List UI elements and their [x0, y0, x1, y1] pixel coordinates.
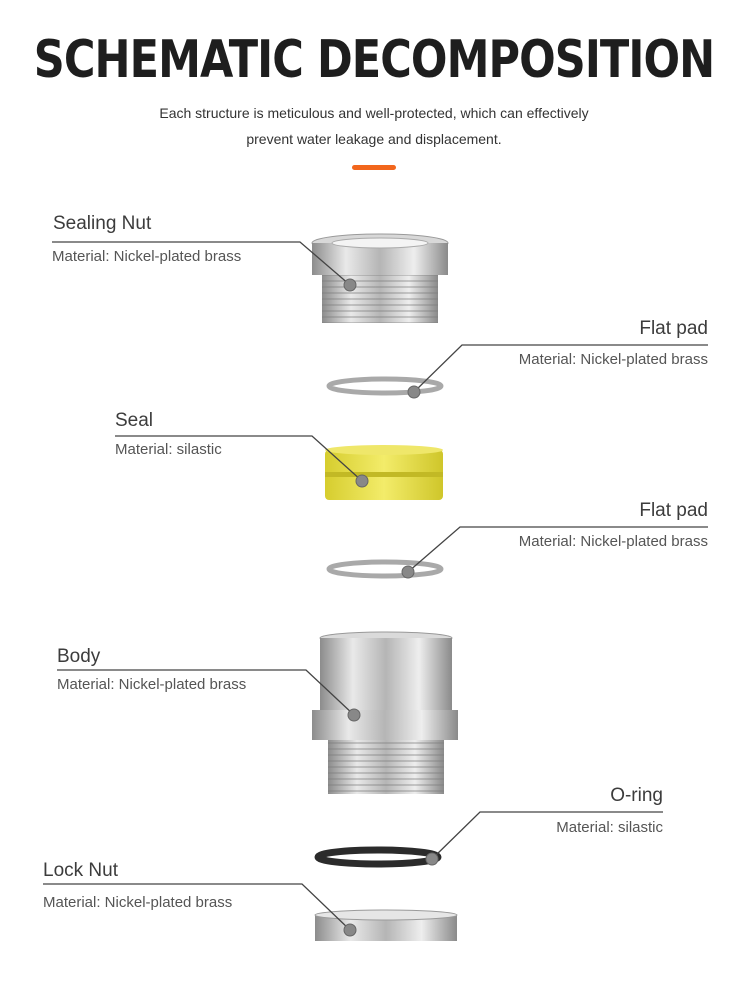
body-label: Body: [57, 646, 101, 667]
page-subtitle: Each structure is meticulous and well-pr…: [110, 100, 638, 152]
body-material: Material: Nickel-plated brass: [57, 676, 247, 693]
body-part: [312, 631, 458, 794]
flat-pad-2-label: Flat pad: [639, 500, 708, 521]
o-ring-part: [314, 846, 442, 868]
lock-nut-label: Lock Nut: [43, 860, 118, 881]
flat-pad-1-label: Flat pad: [639, 318, 708, 339]
sealing-nut-material: Material: Nickel-plated brass: [52, 248, 242, 265]
sealing-nut-label: Sealing Nut: [53, 213, 152, 234]
accent-bar: [352, 165, 396, 170]
subtitle-line-2: prevent water leakage and displacement.: [246, 131, 502, 147]
leader-lines: [43, 241, 708, 931]
leader-line-body: [57, 669, 355, 716]
leader-line-seal: [115, 435, 363, 482]
subtitle-line-1: Each structure is meticulous and well-pr…: [159, 105, 589, 121]
flat-pad-part-1: [326, 376, 444, 396]
seal-part: [325, 445, 443, 500]
flat-pad-1-material: Material: Nickel-plated brass: [518, 351, 708, 368]
page-title: SCHEMATIC DECOMPOSITION: [33, 30, 715, 90]
lock-nut-part: [314, 909, 458, 941]
seal-material: Material: silastic: [115, 441, 222, 458]
leader-line-lock-nut: [43, 883, 351, 931]
seal-label: Seal: [115, 410, 154, 431]
leader-dots: [343, 278, 439, 937]
flat-pad-2-material: Material: Nickel-plated brass: [518, 533, 708, 550]
leader-line-o-ring: [431, 811, 663, 860]
leader-line-flat-pad-2: [407, 526, 708, 573]
o-ring-label: O-ring: [610, 785, 663, 806]
flat-pad-part-2: [326, 559, 444, 579]
lock-nut-material: Material: Nickel-plated brass: [43, 894, 233, 911]
leader-line-flat-pad-1: [413, 344, 708, 393]
sealing-nut-part: [311, 233, 449, 323]
leader-line-sealing-nut: [52, 241, 351, 286]
o-ring-material: Material: silastic: [556, 819, 663, 836]
